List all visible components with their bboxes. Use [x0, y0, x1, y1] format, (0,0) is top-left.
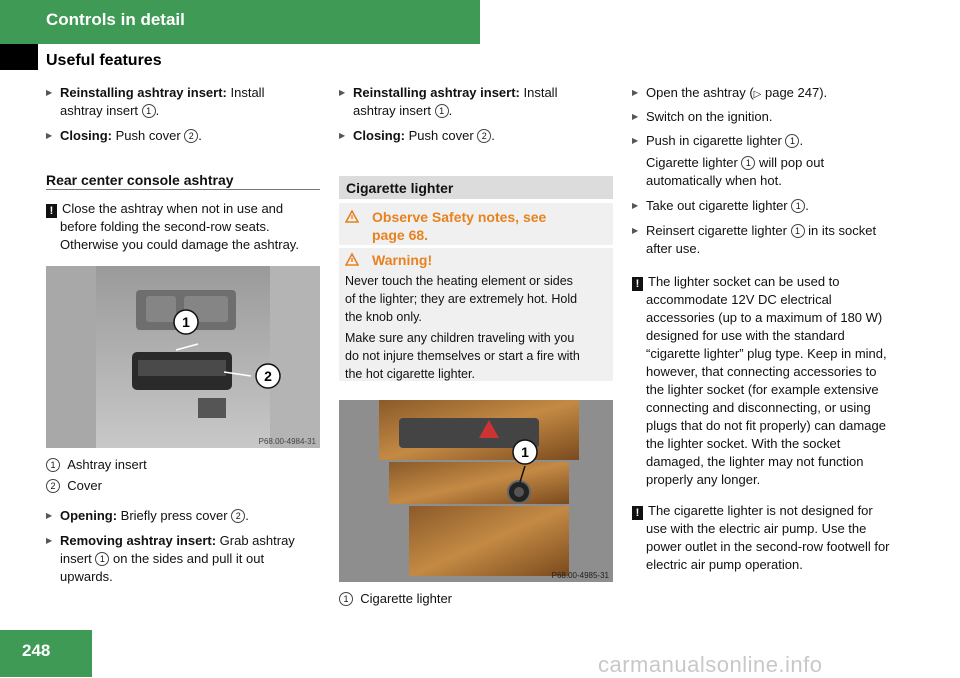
header-marker	[0, 44, 38, 70]
warning-triangle-icon	[345, 253, 359, 266]
svg-text:2: 2	[264, 368, 272, 384]
step-open-ashtray: Open the ashtray (▷ page 247).	[632, 84, 827, 104]
step-closing: Closing: Push cover 2.	[46, 127, 202, 145]
step-opening: Opening: Briefly press cover 2.	[46, 507, 249, 525]
subheading-rear-ashtray: Rear center console ashtray	[46, 172, 234, 188]
warning-triangle-icon	[345, 210, 359, 223]
page-ref-icon: ▷	[753, 89, 762, 100]
warning-box: Warning! Never touch the heating element…	[339, 248, 613, 381]
page-number: 248	[22, 641, 51, 660]
divider	[46, 189, 320, 190]
exclamation-icon: !	[46, 204, 57, 218]
step-reinsert-lighter: Reinsert cigarette lighter 1 in its sock…	[632, 222, 876, 258]
step-closing-2: Closing: Push cover 2.	[339, 127, 495, 145]
header-title: Controls in detail	[46, 10, 185, 29]
ref-number: 1	[141, 104, 156, 118]
warning-text-2: Make sure any children traveling with yo…	[345, 331, 580, 381]
cigarette-lighter-photo: 1 P68.00-4985-31	[339, 400, 613, 582]
step-take-out-lighter: Take out cigarette lighter 1.	[632, 197, 809, 215]
exclamation-icon: !	[632, 277, 643, 291]
caption-cover: 2 Cover	[46, 477, 102, 495]
ref-number: 2	[184, 129, 199, 143]
step-removing-insert: Removing ashtray insert: Grab ashtray in…	[46, 532, 295, 586]
watermark: carmanualsonline.info	[598, 652, 823, 677]
warning-title: Warning!	[372, 252, 433, 268]
ashtray-photo: 1 2 P68.00-4984-31	[46, 266, 320, 448]
caption-ashtray-insert: 1 Ashtray insert	[46, 456, 147, 474]
svg-text:P68.00-4985-31: P68.00-4985-31	[552, 571, 610, 580]
step-reinstall-insert-2: Reinstalling ashtray insert: Install ash…	[339, 84, 557, 120]
exclamation-icon: !	[632, 506, 643, 520]
svg-text:1: 1	[182, 314, 190, 330]
note-air-pump: !The cigarette lighter is not designed f…	[632, 502, 917, 574]
step-reinstall-insert: Reinstalling ashtray insert: Install ash…	[46, 84, 264, 120]
warning-text-1: Never touch the heating element or sides…	[345, 274, 578, 324]
caption-cigarette-lighter: 1 Cigarette lighter	[339, 590, 452, 608]
page-number-box	[0, 630, 92, 677]
step-push-lighter: Push in cigarette lighter 1.	[632, 132, 803, 150]
note-ashtray: !Close the ashtray when not in use and b…	[46, 200, 321, 254]
svg-text:P68.00-4984-31: P68.00-4984-31	[259, 437, 317, 446]
step-ignition: Switch on the ignition.	[632, 108, 772, 126]
svg-text:1: 1	[521, 444, 529, 460]
section-title: Useful features	[46, 52, 162, 69]
note-lighter-socket: !The lighter socket can be used to accom…	[632, 273, 917, 489]
header-bar	[0, 0, 480, 44]
lighter-pop-text: Cigarette lighter 1 will pop out automat…	[646, 155, 825, 188]
section-box-header: Cigarette lighter	[339, 176, 613, 199]
